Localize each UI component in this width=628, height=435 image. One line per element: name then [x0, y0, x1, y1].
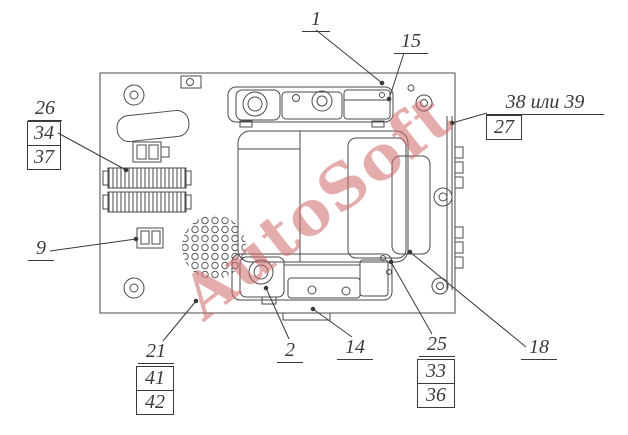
finned-resistor-lower [107, 191, 187, 213]
callout-27: 27 [486, 115, 522, 140]
callout-34: 34 [27, 121, 61, 146]
central-body [237, 130, 431, 263]
callout-36: 36 [417, 383, 455, 408]
callout-25: 25 [419, 333, 455, 357]
callout-1: 1 [302, 8, 330, 32]
callout-42: 42 [136, 390, 174, 415]
callout-15: 15 [394, 30, 428, 54]
callout-41: 41 [136, 366, 174, 391]
connector-panel [446, 116, 464, 290]
left-components [102, 109, 192, 249]
finned-resistor-upper [107, 167, 187, 189]
callout-33: 33 [417, 359, 455, 384]
speaker-grille [182, 215, 246, 279]
leader-lines [49, 29, 527, 348]
callout-9: 9 [28, 237, 54, 261]
callout-2: 2 [277, 339, 303, 363]
bottom-lamp-assembly [231, 253, 393, 305]
callout-18: 18 [521, 336, 557, 360]
callout-26: 26 [28, 97, 62, 121]
callout-37: 37 [27, 145, 61, 170]
callout-38-or-39: 38 или 39 [486, 91, 604, 115]
callout-21: 21 [138, 340, 174, 364]
top-lamp-assembly [227, 86, 394, 128]
callout-14: 14 [337, 336, 373, 360]
